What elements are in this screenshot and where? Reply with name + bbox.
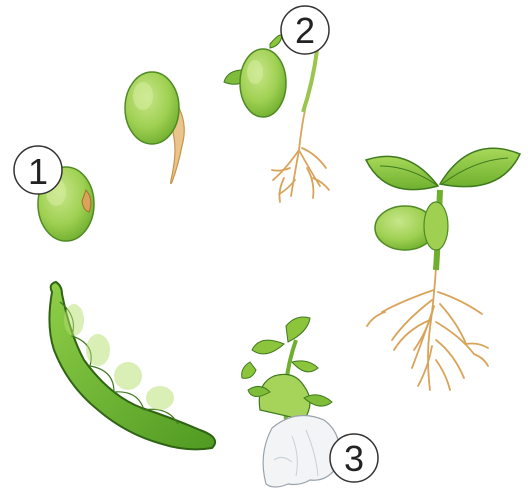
step-2-badge: 2 — [281, 6, 329, 54]
bean-pod — [49, 282, 215, 449]
flowering-plant — [242, 317, 339, 487]
young-plant — [366, 148, 520, 390]
step-1-label: 1 — [28, 151, 48, 192]
step-3-label: 3 — [344, 438, 364, 479]
step-3-badge: 3 — [330, 434, 378, 482]
germinating-seed — [125, 72, 184, 184]
seedling — [224, 35, 329, 202]
step-1-badge: 1 — [14, 146, 62, 194]
step-2-label: 2 — [295, 10, 315, 51]
